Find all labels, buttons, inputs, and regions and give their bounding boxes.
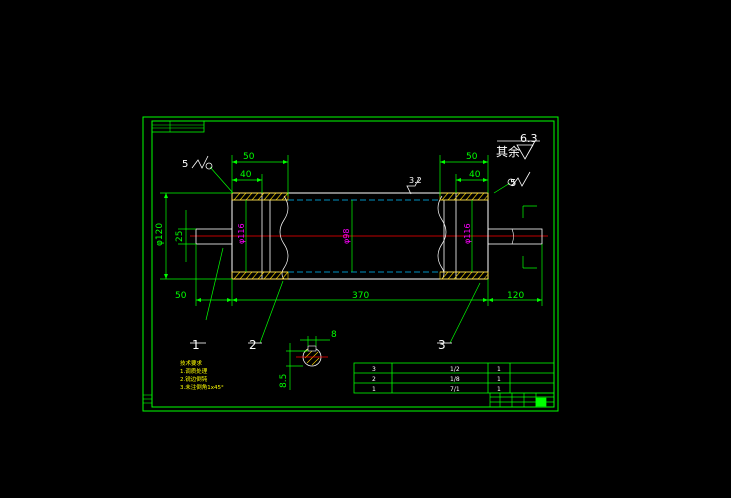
notes-title: 技术要求	[180, 359, 203, 367]
break-line-left	[279, 195, 289, 280]
outer-border	[142, 116, 559, 412]
parts-row-2-no: 2	[372, 376, 376, 383]
dimension-arrows	[164, 160, 542, 302]
parts-row-1-name: 1/2	[450, 366, 460, 373]
parts-table	[353, 362, 555, 394]
parts-row-3-name: 7/1	[450, 386, 460, 393]
finish-top-value: 3.2	[409, 176, 422, 185]
title-block	[489, 392, 555, 408]
dim-total-length: 370	[352, 291, 369, 301]
break-line-right	[437, 195, 447, 280]
finish-left-value: 5	[182, 159, 188, 170]
inner-border	[151, 120, 555, 408]
notes-line-2: 2.锐边倒钝	[180, 375, 208, 383]
dim-right-hub: φ116	[463, 223, 472, 244]
dim-dia-25: 25	[175, 231, 185, 242]
margin-ticks	[143, 394, 152, 404]
finish-other-label: 其余	[496, 144, 520, 159]
dim-key-depth: 8.5	[279, 374, 289, 388]
parts-row-1-no: 3	[372, 366, 376, 373]
dim-right-shaft: 120	[507, 291, 524, 301]
part-number-1: 1	[192, 338, 200, 352]
section-hatch	[231, 192, 489, 280]
hidden-lines	[288, 199, 440, 273]
leader-dot-right	[507, 178, 515, 186]
left-shaft	[195, 228, 233, 245]
right-shaft	[487, 228, 543, 245]
key-section-detail	[286, 336, 330, 390]
dim-left-outer: 50	[243, 152, 255, 162]
roller-body	[231, 192, 489, 280]
dim-dia-120: φ120	[155, 223, 165, 246]
part-number-2: 2	[249, 338, 257, 352]
dim-right-outer: 50	[466, 152, 478, 162]
dim-left-inner: 40	[240, 170, 252, 180]
parts-row-2-qty: 1	[497, 376, 501, 383]
dim-left-hub: φ116	[237, 223, 246, 244]
parts-row-1-qty: 1	[497, 366, 501, 373]
part-number-3: 3	[438, 338, 446, 352]
dimension-lines	[160, 155, 543, 344]
right-shaft-break	[511, 228, 514, 245]
notes-line-1: 1.调质处理	[180, 367, 208, 375]
parts-row-3-qty: 1	[497, 386, 501, 393]
parts-row-3-no: 1	[372, 386, 376, 393]
parts-row-2-name: 1/8	[450, 376, 460, 383]
surface-finish-symbols	[191, 140, 540, 195]
leader-dot-left	[205, 162, 213, 170]
dim-key-width: 8	[331, 330, 337, 340]
finish-right-value: 5	[510, 178, 516, 189]
dim-left-shaft: 50	[175, 291, 187, 301]
dim-right-inner: 40	[469, 170, 481, 180]
notes-line-3: 3.未注倒角1x45°	[180, 383, 224, 391]
drawing-number-tag	[151, 120, 205, 133]
dim-body: φ98	[342, 229, 351, 244]
finish-other-value: 6.3	[520, 132, 538, 145]
